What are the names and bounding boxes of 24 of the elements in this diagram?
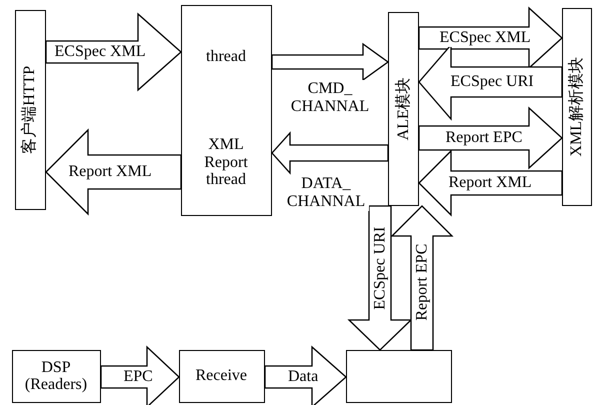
box-label: thread [206, 48, 246, 66]
edge-label: Report EPC [444, 129, 524, 148]
edge-label: Report XML [68, 163, 153, 182]
box-label: XML Report thread [203, 136, 249, 190]
edge-label: ECSpec XML [438, 29, 532, 48]
box-label: XML解析模块 [567, 56, 586, 156]
edge-label: ECSpec URI [370, 226, 390, 311]
box-label: DSP (Readers) [24, 358, 88, 394]
process-box [179, 350, 265, 403]
edge-label: ECSpec URI [450, 73, 535, 92]
box-label: Receive [196, 367, 248, 385]
box-label: 客户端HTTP [21, 65, 39, 154]
box-label: ALE模块 [394, 76, 412, 140]
edge-label: ECSpec XML [54, 43, 147, 62]
module-box [388, 12, 419, 206]
edge-label: Report XML [448, 174, 533, 192]
block-arrow [271, 42, 390, 82]
process-box [346, 350, 452, 403]
module-box [15, 10, 46, 210]
block-arrow [271, 131, 389, 175]
process-box [12, 350, 101, 403]
process-box [181, 5, 272, 216]
module-box [562, 8, 592, 206]
edge-label: Report EPC [412, 242, 432, 322]
